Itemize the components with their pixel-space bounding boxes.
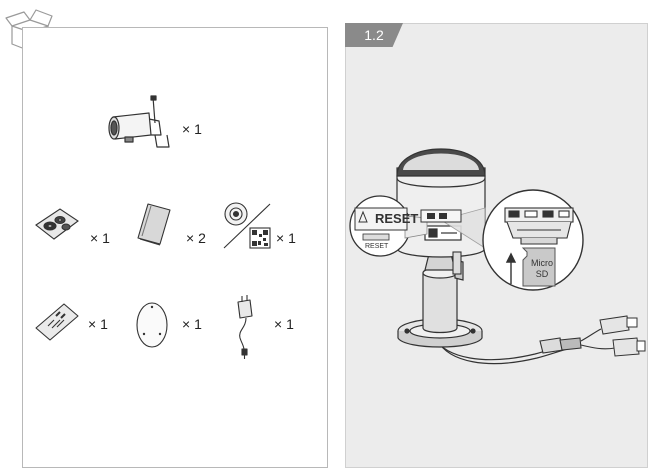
waterproof-kit-icon	[35, 303, 79, 341]
package-contents-panel	[22, 27, 328, 468]
screws-bag-icon	[35, 208, 79, 240]
drill-template-quantity: × 1	[182, 316, 202, 332]
quick-guide-icon	[137, 203, 171, 246]
guide-quantity: × 2	[186, 230, 206, 246]
camera-quantity: × 1	[182, 121, 202, 137]
cd-qr-icon	[223, 202, 271, 249]
cd-quantity: × 1	[276, 230, 296, 246]
bullet-camera-icon	[108, 95, 170, 148]
screws-quantity: × 1	[90, 230, 110, 246]
power-adapter-icon	[237, 295, 253, 359]
micro-sd-label: Micro SD	[531, 258, 553, 279]
step-number: 1.2	[345, 23, 403, 47]
power-adapter-quantity: × 1	[274, 316, 294, 332]
sd-install-illustration: RESET RESET	[349, 148, 646, 365]
drill-template-icon	[136, 302, 168, 348]
waterproof-kit-quantity: × 1	[88, 316, 108, 332]
reset-label-large: RESET	[375, 211, 418, 226]
reset-label-small: RESET	[365, 243, 389, 250]
